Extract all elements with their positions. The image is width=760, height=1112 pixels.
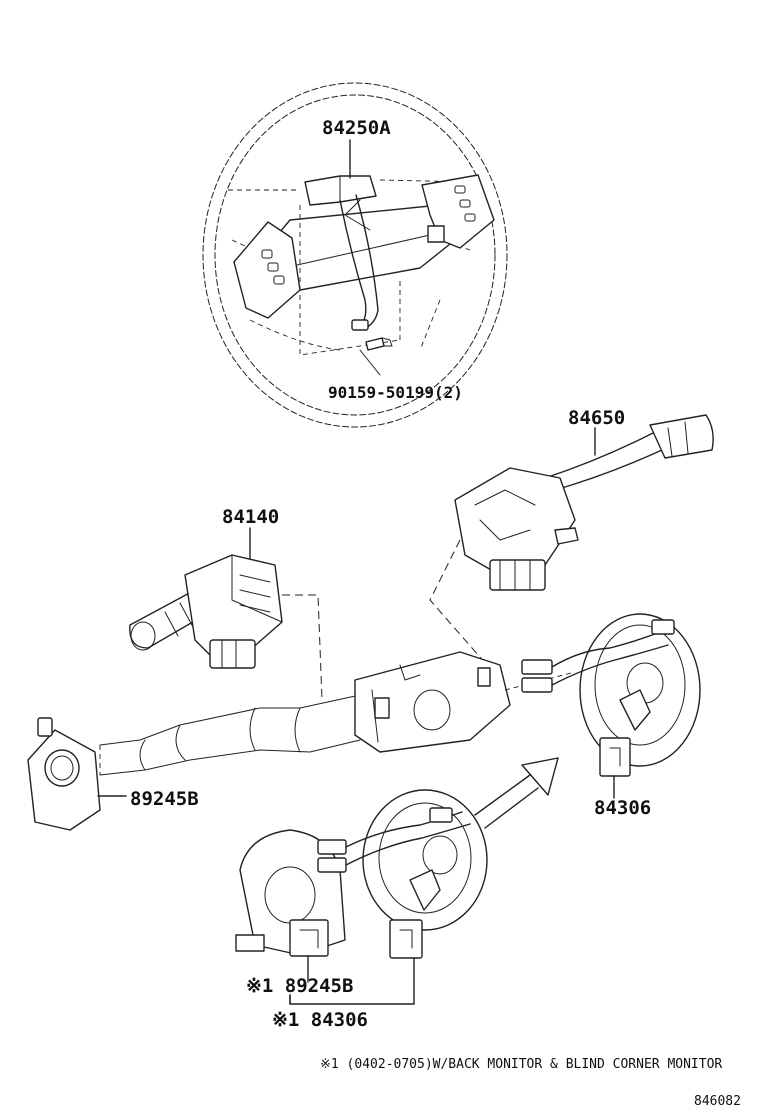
spiral-cable-illustration — [521, 613, 701, 799]
footnote: ※1 (0402-0705)W/BACK MONITOR & BLIND COR… — [320, 1057, 722, 1072]
headlamp-switch-illustration — [129, 527, 323, 701]
direction-arrow — [474, 757, 559, 829]
label-screw: 90159-50199(2) — [328, 383, 463, 402]
label-steering-wheel-cover: 84250A — [322, 117, 391, 139]
steering-sensor-illustration — [27, 717, 127, 831]
steering-wheel-illustration — [202, 82, 508, 428]
wiper-switch-illustration — [429, 414, 714, 681]
label-alt-spiral-cable: ※1 84306 — [272, 1009, 368, 1031]
label-steering-sensor: 89245B — [130, 788, 199, 810]
steering-column-illustration — [99, 651, 576, 776]
diagram-id: 846082 — [694, 1094, 741, 1109]
label-spiral-cable: 84306 — [594, 797, 651, 819]
label-headlamp-switch: 84140 — [222, 506, 279, 528]
label-wiper-switch: 84650 — [568, 407, 625, 429]
label-alt-steering-sensor: ※1 89245B — [246, 975, 353, 997]
alt-spiral-cable-illustration — [289, 789, 488, 1005]
